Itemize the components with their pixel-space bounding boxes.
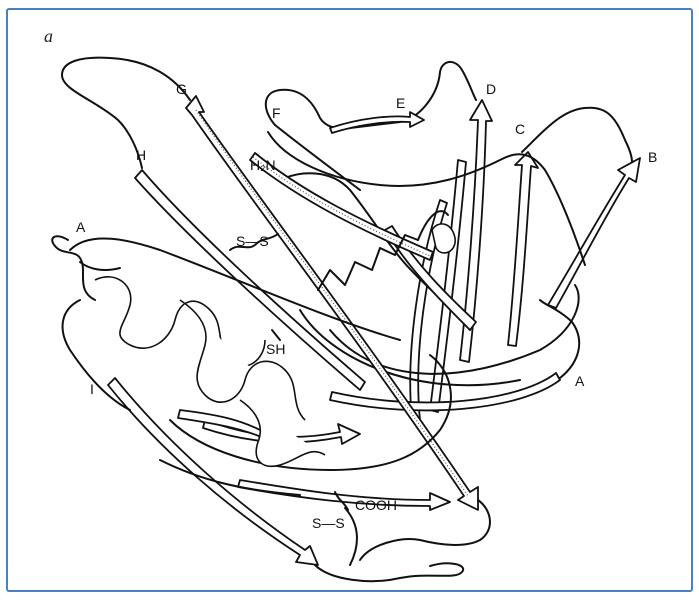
label-g: G (176, 81, 187, 97)
label-n-terminus: H₂N (250, 157, 276, 173)
loop-c-b (522, 108, 632, 162)
label-disulfide-lower: S—S (312, 515, 345, 531)
strand-c (508, 152, 538, 346)
label-a-right: A (575, 373, 585, 389)
label-c: C (515, 121, 525, 137)
label-sh: SH (266, 341, 285, 357)
label-b: B (648, 149, 657, 165)
loop-g-h (62, 58, 190, 168)
label-d: D (486, 81, 496, 97)
strand-h2n (250, 153, 433, 260)
label-disulfide-upper: S—S (236, 233, 269, 249)
label-c-terminus: COOH (355, 497, 397, 513)
label-a-top: A (76, 219, 86, 235)
side-chain-ring (432, 224, 455, 253)
loop-a-left (70, 238, 400, 340)
strand-b (548, 158, 640, 308)
label-f: F (272, 105, 281, 121)
loop-cooh (345, 508, 357, 565)
label-i: I (90, 381, 94, 397)
strand-a-right (330, 373, 560, 410)
strand-i (108, 378, 318, 565)
label-h: H (136, 147, 146, 163)
loop-right-a (540, 300, 579, 378)
helix-start (80, 262, 120, 270)
helix-body (95, 277, 265, 366)
label-e: E (396, 95, 405, 111)
loop-bottom-tail (315, 563, 463, 581)
strand-g (186, 96, 478, 510)
panel-letter: a (44, 26, 53, 46)
sh-stub (272, 330, 280, 340)
strand-e (330, 112, 424, 133)
